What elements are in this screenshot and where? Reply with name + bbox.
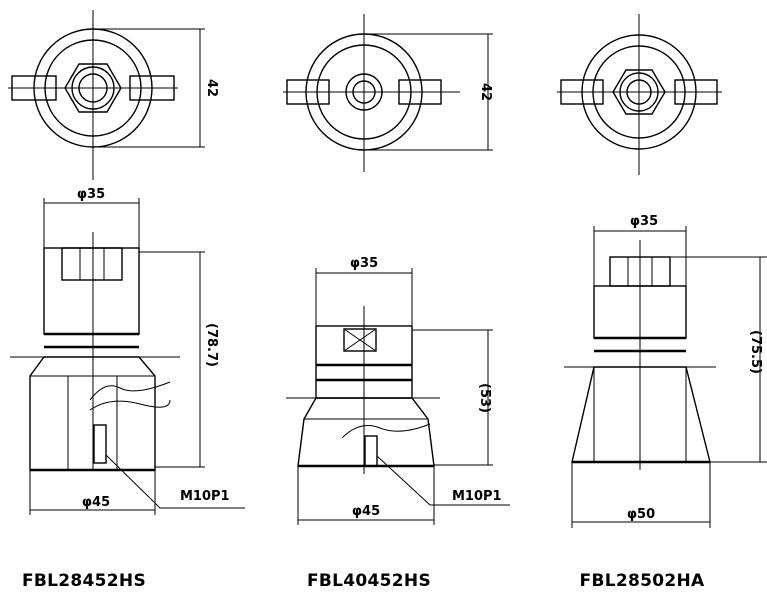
part-2-top-diameter-label: φ35 (350, 256, 378, 271)
part-1-bottom-diameter-label: φ45 (82, 495, 110, 510)
part-1-top-dim-label: 42 (204, 79, 219, 97)
part-3-height-label: (75.5) (748, 330, 763, 374)
part-3-top-view (557, 14, 722, 175)
part-2-top-dim-label: 42 (478, 83, 493, 101)
part-2-side-view (286, 268, 510, 525)
part-3-side-view (564, 226, 767, 528)
part-1-model-label: FBL28452HS (22, 571, 146, 591)
part-1-top-diameter-label: φ35 (77, 187, 105, 202)
part-1-thread-label: M10P1 (180, 489, 230, 504)
part-3-bottom-diameter-label: φ50 (627, 507, 655, 522)
part-2-model-label: FBL40452HS (307, 571, 431, 591)
part-3-model-label: FBL28502HA (580, 571, 705, 591)
part-2-thread-label: M10P1 (452, 489, 502, 504)
part-1-height-label: (78.7) (204, 323, 219, 367)
part-2-height-label: (53) (477, 383, 492, 413)
part-2-top-view (283, 14, 493, 172)
part-1-side-view (10, 198, 245, 515)
part-2-bottom-diameter-label: φ45 (352, 504, 380, 519)
part-1-top-view (8, 10, 205, 180)
part-3-top-diameter-label: φ35 (630, 214, 658, 229)
